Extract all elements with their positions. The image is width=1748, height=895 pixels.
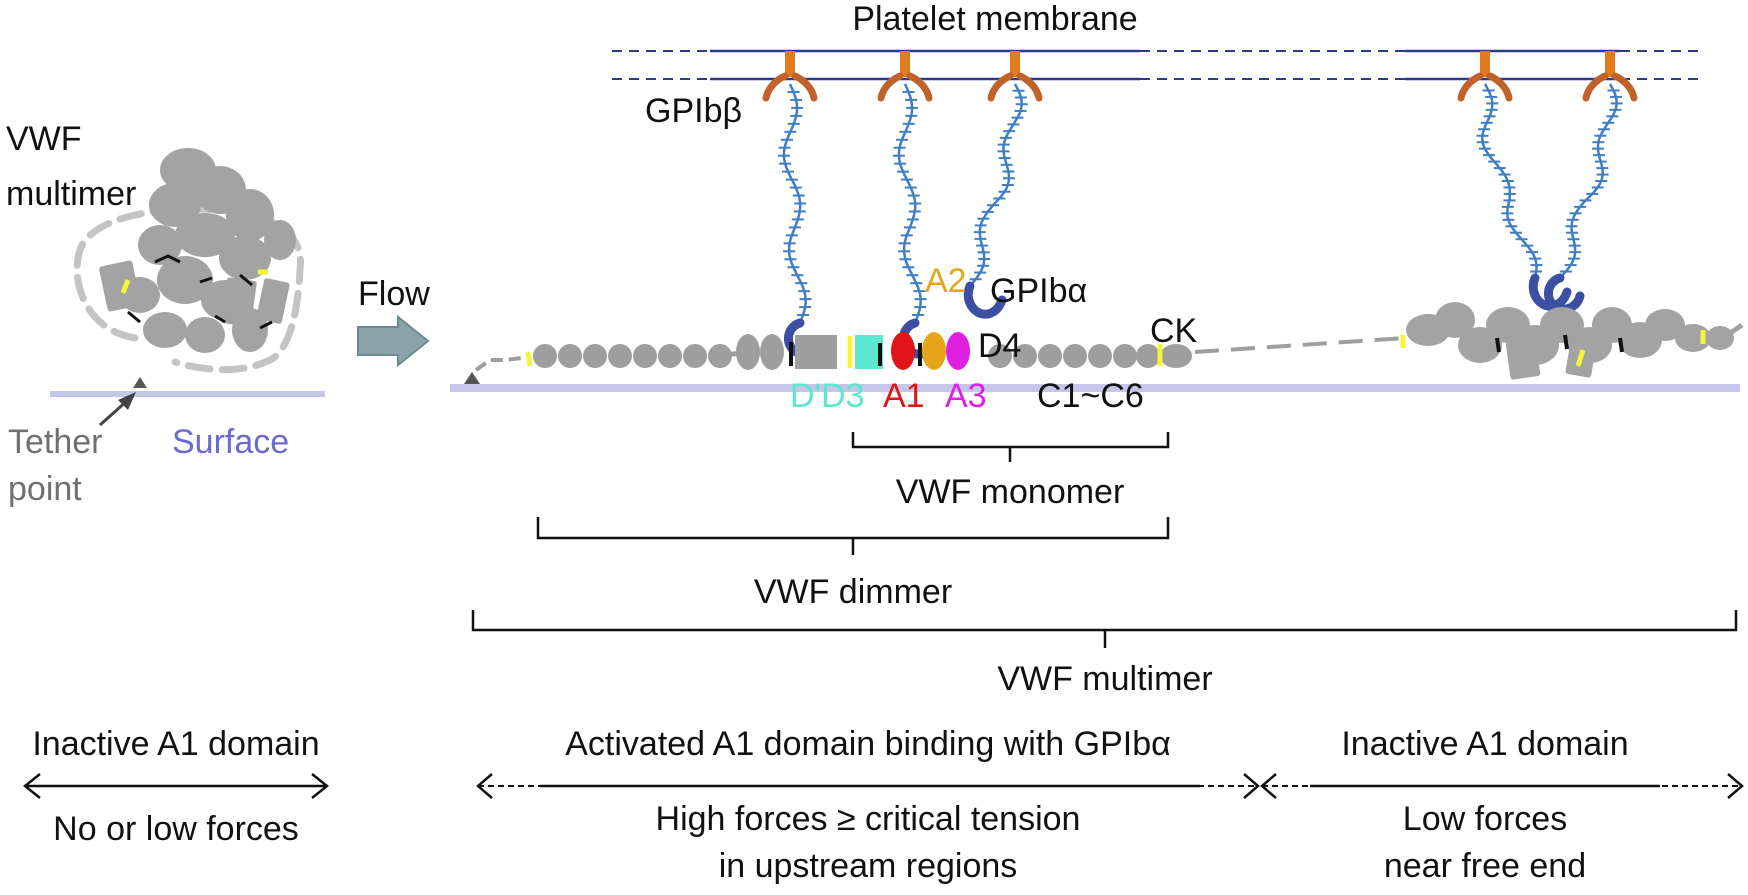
vwf-domains [789, 332, 1163, 370]
vwf-bead [1113, 344, 1137, 368]
surface-label: Surface [172, 423, 289, 461]
no-low-forces-arrow [22, 773, 330, 799]
tether-point-label-line1: Tether [8, 423, 103, 461]
gpib-alpha-chain [969, 83, 1023, 287]
d-prime-d3-label: D'D3 [790, 377, 865, 415]
gpib-beta-arm [762, 72, 789, 102]
vwf-bead [683, 344, 707, 368]
domain-block-gray [795, 335, 823, 369]
gpib-beta-stalk [1480, 51, 1490, 77]
vwf-bead [658, 344, 682, 368]
vwf-multimer-left-label-line2: multimer [6, 175, 136, 213]
bracket-vwf-multimer [471, 610, 1738, 648]
gpib-beta-stalk [1010, 51, 1020, 77]
tether-pointer-arrow [99, 392, 136, 427]
vwf-bead [608, 344, 632, 368]
gpib-beta-stalk [900, 51, 910, 77]
d4-label: D4 [978, 327, 1021, 365]
gpib-beta-arm [987, 72, 1014, 102]
domain-a1 [891, 332, 915, 370]
bracket-vwf-dimmer [536, 517, 1170, 555]
vwf-bead [1160, 344, 1192, 368]
vwf-bead [558, 344, 582, 368]
vwf-bead [1136, 344, 1160, 368]
vwf-bead [1013, 344, 1037, 368]
gpib-receptor [963, 51, 1043, 319]
vwf-bead [1088, 344, 1112, 368]
inactive-right-label: Inactive A1 domain [1341, 725, 1628, 763]
vwf-dimmer-label: VWF dimmer [754, 573, 952, 611]
ck-label: CK [1150, 312, 1198, 350]
a2-label: A2 [925, 262, 967, 300]
gpib-receptor [762, 51, 825, 359]
platelet-membrane-label: Platelet membrane [852, 0, 1137, 38]
a3-label: A3 [945, 377, 987, 415]
bracket-vwf-monomer [851, 432, 1170, 462]
vwf-bead [760, 334, 784, 370]
gpib-beta-label: GPIbβ [645, 92, 742, 130]
collapsed-vwf-multimer [73, 148, 304, 374]
gpib-beta-arm [1486, 72, 1513, 102]
gpib-beta-arm [906, 72, 933, 102]
gpib-beta-stalk [785, 51, 795, 77]
gpib-beta-arm [1457, 72, 1484, 102]
gpib-receptor [877, 51, 940, 359]
gpib-beta-stalk [1605, 51, 1615, 77]
vwf-multimer-left-label-line1: VWF [6, 120, 82, 158]
gpib-beta-arm [1611, 72, 1638, 102]
gpib-alpha-hook [963, 281, 1007, 319]
gpib-alpha-label: GPIbα [990, 272, 1087, 310]
gpib-beta-arm [1582, 72, 1609, 102]
low-forces-label-line2: near free end [1384, 847, 1586, 885]
gpib-receptor [1457, 51, 1572, 311]
left-tether-triangle [133, 377, 147, 388]
a1-label: A1 [883, 377, 925, 415]
vwf-bead [1063, 344, 1087, 368]
activated-label: Activated A1 domain binding with GPIbα [565, 725, 1171, 763]
low-forces-arrow [1260, 773, 1744, 799]
gpib-beta-arm [1016, 72, 1043, 102]
vwf-bead [1038, 344, 1062, 368]
high-forces-label-line1: High forces ≥ critical tension [656, 800, 1081, 838]
gpib-beta-arm [791, 72, 818, 102]
tether-point-label-line2: point [8, 470, 82, 508]
high-forces-label-line2: in upstream regions [719, 847, 1018, 885]
stretched-vwf-chain [474, 334, 1406, 372]
high-forces-arrow [476, 773, 1260, 799]
domain-a2 [922, 332, 946, 370]
no-low-forces-label: No or low forces [53, 810, 299, 848]
low-forces-label-line1: Low forces [1403, 800, 1567, 838]
c1-c6-label: C1~C6 [1037, 377, 1144, 415]
vwf-bead [633, 344, 657, 368]
flow-label: Flow [358, 275, 430, 313]
right-vwf-globule [1400, 302, 1744, 380]
vwf-bead [533, 344, 557, 368]
vwf-bead [583, 344, 607, 368]
vwf-multimer-label: VWF multimer [997, 660, 1212, 698]
domain-a3 [946, 332, 970, 370]
inactive-left-label: Inactive A1 domain [32, 725, 319, 763]
platelet-membrane [612, 49, 1705, 81]
gpib-alpha-chain [1559, 83, 1618, 279]
vwf-monomer-label: VWF monomer [896, 473, 1125, 511]
gpib-beta-arm [877, 72, 904, 102]
gpib-receptors [762, 51, 1638, 359]
gpib-receptor [1544, 51, 1638, 314]
vwf-bead [988, 344, 1012, 368]
main-tether-triangle [464, 372, 480, 384]
flow-arrow-icon [357, 314, 430, 368]
